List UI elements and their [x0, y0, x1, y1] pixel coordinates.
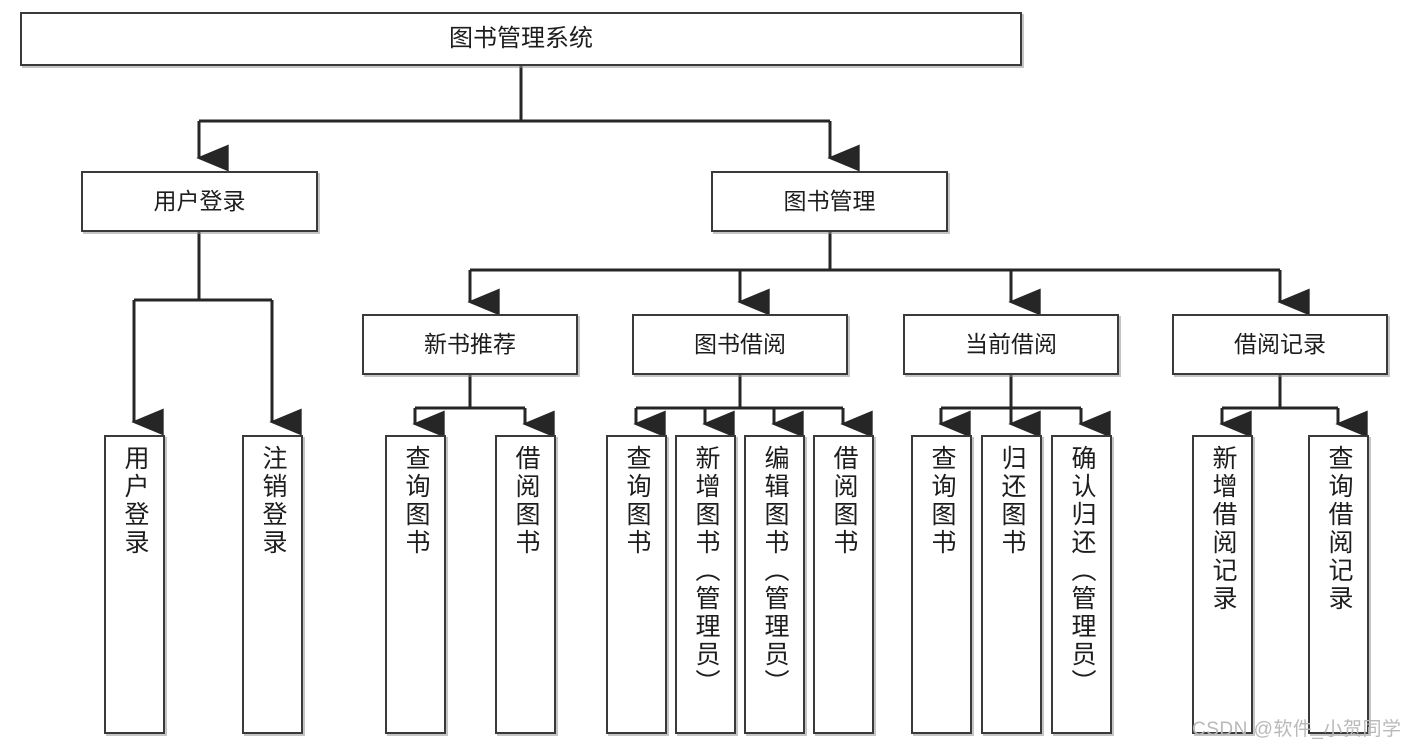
node-label: 新增图书（管理员）	[692, 445, 720, 697]
node-label: 图书管理	[783, 187, 876, 214]
leaf-book-borrow-borrow-books[interactable]: 借阅图书	[813, 435, 874, 734]
node-label: 编辑图书（管理员）	[761, 445, 789, 697]
leaf-borrow-record-query-record[interactable]: 查询借阅记录	[1308, 435, 1369, 734]
leaf-book-borrow-add-book-admin[interactable]: 新增图书（管理员）	[675, 435, 736, 734]
node-root-book-management-system[interactable]: 图书管理系统	[20, 12, 1022, 66]
node-label: 查询图书	[402, 445, 430, 557]
node-label: 用户登录	[121, 445, 149, 557]
leaf-new-book-borrow-books[interactable]: 借阅图书	[495, 435, 556, 734]
node-label: 确认归还（管理员）	[1068, 445, 1096, 697]
leaf-current-borrow-confirm-return-admin[interactable]: 确认归还（管理员）	[1051, 435, 1112, 734]
node-label: 借阅图书	[512, 445, 540, 557]
csdn-watermark: CSDN @软件_小贺同学	[1192, 719, 1402, 740]
node-label: 查询图书	[623, 445, 651, 557]
leaf-borrow-record-add-record[interactable]: 新增借阅记录	[1192, 435, 1253, 734]
node-label: 用户登录	[153, 187, 246, 214]
node-book-borrowing[interactable]: 图书借阅	[632, 314, 848, 375]
node-label: 注销登录	[259, 445, 287, 557]
leaf-current-borrow-query-books[interactable]: 查询图书	[911, 435, 972, 734]
node-label: 新增借阅记录	[1209, 445, 1237, 613]
leaf-user-login-login[interactable]: 用户登录	[104, 435, 165, 734]
leaf-book-borrow-edit-book-admin[interactable]: 编辑图书（管理员）	[744, 435, 805, 734]
node-label: 查询图书	[928, 445, 956, 557]
node-label: 借阅记录	[1234, 330, 1326, 357]
node-book-management[interactable]: 图书管理	[711, 171, 948, 232]
node-label: 图书管理系统	[449, 24, 593, 52]
leaf-current-borrow-return-books[interactable]: 归还图书	[981, 435, 1042, 734]
node-label: 归还图书	[998, 445, 1026, 557]
leaf-new-book-query-books[interactable]: 查询图书	[385, 435, 446, 734]
node-new-book-recommendation[interactable]: 新书推荐	[362, 314, 578, 375]
node-current-borrowing[interactable]: 当前借阅	[903, 314, 1119, 375]
node-label: 查询借阅记录	[1325, 445, 1353, 613]
node-label: 图书借阅	[694, 330, 786, 357]
node-label: 新书推荐	[424, 330, 516, 357]
node-user-login[interactable]: 用户登录	[81, 171, 318, 232]
node-label: 借阅图书	[830, 445, 858, 557]
leaf-book-borrow-query-books[interactable]: 查询图书	[606, 435, 667, 734]
node-label: 当前借阅	[965, 330, 1057, 357]
leaf-user-login-logout[interactable]: 注销登录	[242, 435, 303, 734]
node-borrow-records[interactable]: 借阅记录	[1172, 314, 1388, 375]
